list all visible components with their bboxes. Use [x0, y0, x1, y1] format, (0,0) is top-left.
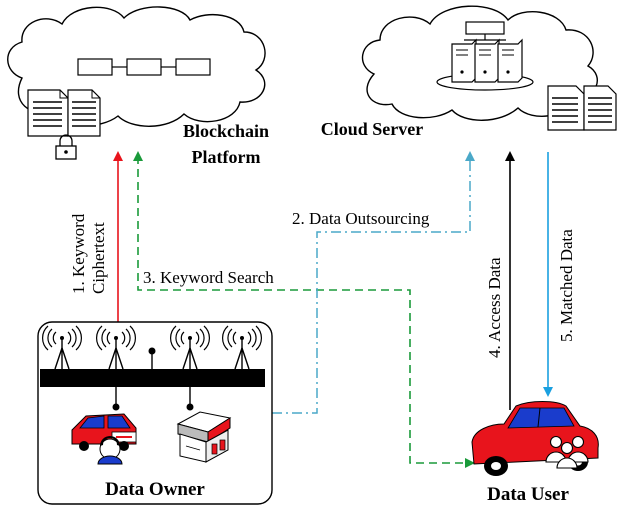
network-node: [148, 347, 156, 369]
label-keyword-search: 3. Keyword Search: [143, 268, 274, 287]
antenna-icon: [96, 325, 136, 370]
network-drop-lines: [112, 387, 194, 411]
label-access-data: 4. Access Data: [485, 257, 504, 358]
blockchain-chain-icon: [77, 58, 211, 76]
antenna-icon: [170, 325, 210, 370]
antenna-icon: [222, 325, 262, 370]
label-data-outsourcing: 2. Data Outsourcing: [292, 209, 430, 228]
stored-documents-icon: [547, 85, 617, 131]
arrow-keyword-search: [133, 151, 475, 468]
users-group-icon: [545, 435, 589, 469]
data-owner-label: Data Owner: [105, 479, 205, 500]
owner-person-icon: [97, 436, 123, 465]
label-keyword-ciphertext-line1: 1. Keyword: [69, 213, 88, 294]
data-user-label: Data User: [487, 484, 569, 505]
blockchain-label-line2: Platform: [192, 147, 261, 167]
cloud-server-label: Cloud Server: [321, 119, 424, 139]
owner-vehicle-icon: [71, 413, 137, 451]
label-keyword-ciphertext-line2: Ciphertext: [89, 222, 108, 294]
antenna-icon: [42, 325, 82, 370]
data-owner-box: [37, 321, 273, 505]
blockchain-label-line1: Blockchain: [183, 121, 269, 141]
server-cluster-icon: [436, 21, 534, 91]
owner-station-icon: [176, 411, 232, 463]
arrow-data-outsourcing: [272, 151, 475, 414]
label-matched-data: 5. Matched Data: [557, 229, 576, 342]
lock-icon: [55, 134, 77, 160]
network-bus: [40, 369, 265, 387]
encrypted-documents-icon: [27, 89, 101, 137]
